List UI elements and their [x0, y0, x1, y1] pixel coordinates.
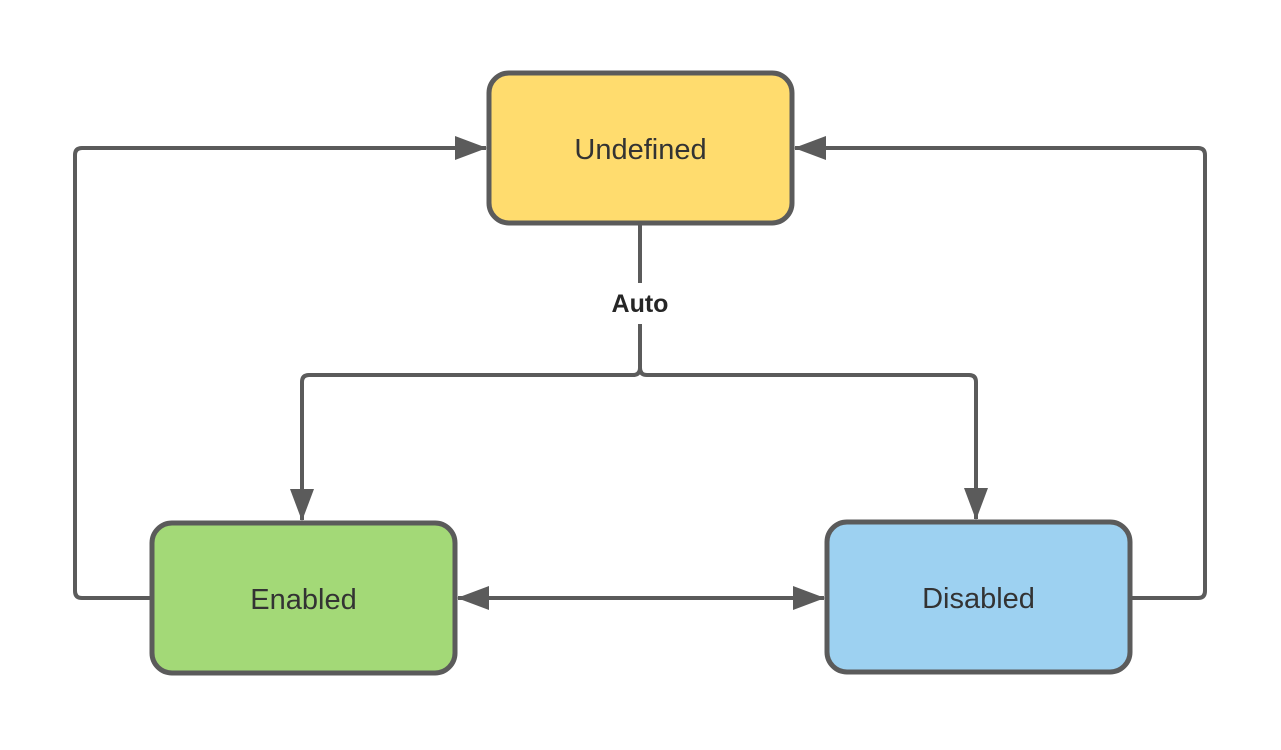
edge-undefined-to-enabled-auto: [290, 225, 642, 521]
edge-enabled-to-undefined: [73, 136, 487, 600]
auto-edge-label-group: Auto: [603, 283, 677, 324]
auto-edge-label-backing: [603, 283, 677, 324]
auto-edge-label: Auto: [612, 290, 669, 318]
node-enabled-label: Enabled: [250, 584, 356, 616]
node-undefined-label: Undefined: [574, 134, 706, 166]
node-disabled-label: Disabled: [922, 583, 1035, 615]
nodes: Undefined Enabled Disabled: [149, 70, 1133, 676]
node-undefined: [486, 70, 795, 226]
edge-disabled-to-undefined: [794, 136, 1207, 600]
node-disabled: [824, 519, 1133, 675]
edges: [73, 136, 1207, 610]
node-enabled: [149, 520, 458, 676]
edge-undefined-to-disabled-auto: [638, 367, 988, 520]
